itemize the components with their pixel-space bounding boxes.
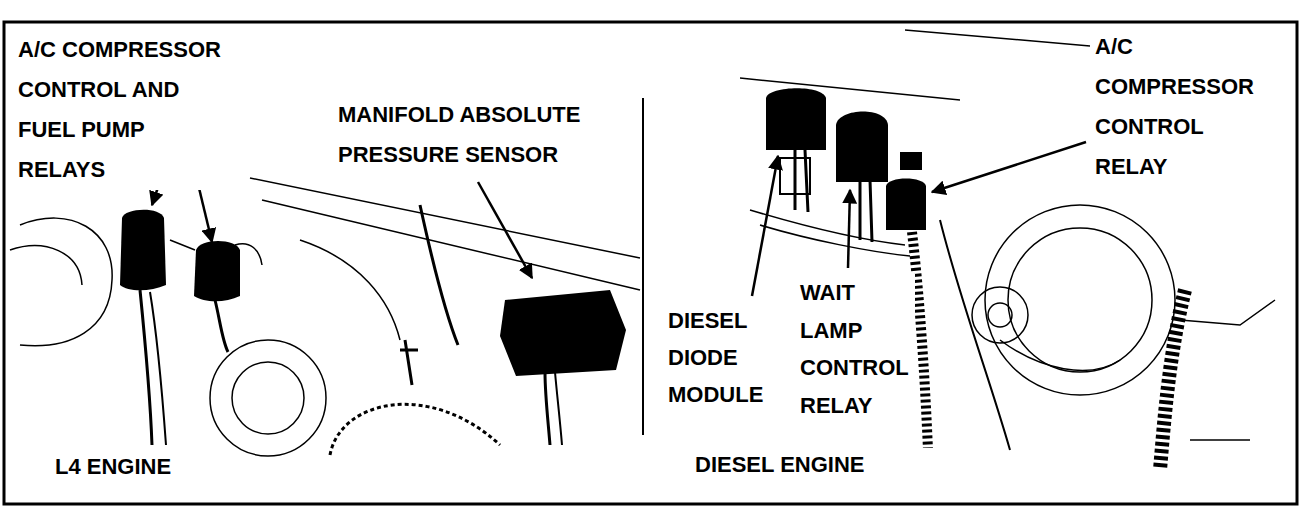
l4-components: [120, 210, 626, 376]
relay: [120, 210, 166, 291]
engine-label: DIESEL ENGINE: [695, 448, 935, 482]
diesel-components: [766, 88, 926, 230]
connector: [780, 158, 810, 194]
divider: [642, 98, 644, 435]
relay: [194, 241, 240, 301]
ac-relay: [886, 179, 926, 231]
part-label: MANIFOLD ABSOLUTE PRESSURE SENSOR: [338, 95, 638, 175]
l4-engine-bay: [10, 178, 640, 456]
diode-module: [766, 88, 826, 150]
frame: [4, 22, 1297, 504]
part-label: A/C COMPRESSOR CONTROL RELAY: [1095, 27, 1275, 187]
leader-arrows: [752, 142, 1086, 296]
map-sensor: [500, 290, 626, 376]
part-label: A/C COMPRESSOR CONTROL AND FUEL PUMP REL…: [18, 30, 232, 190]
engine-label: L4 ENGINE: [55, 450, 215, 484]
part-label: DIESEL DIODE MODULE: [668, 302, 783, 413]
relay-socket: [900, 152, 922, 170]
part-label: WAIT LAMP CONTROL RELAY: [800, 274, 915, 424]
wait-lamp-relay: [836, 111, 888, 182]
